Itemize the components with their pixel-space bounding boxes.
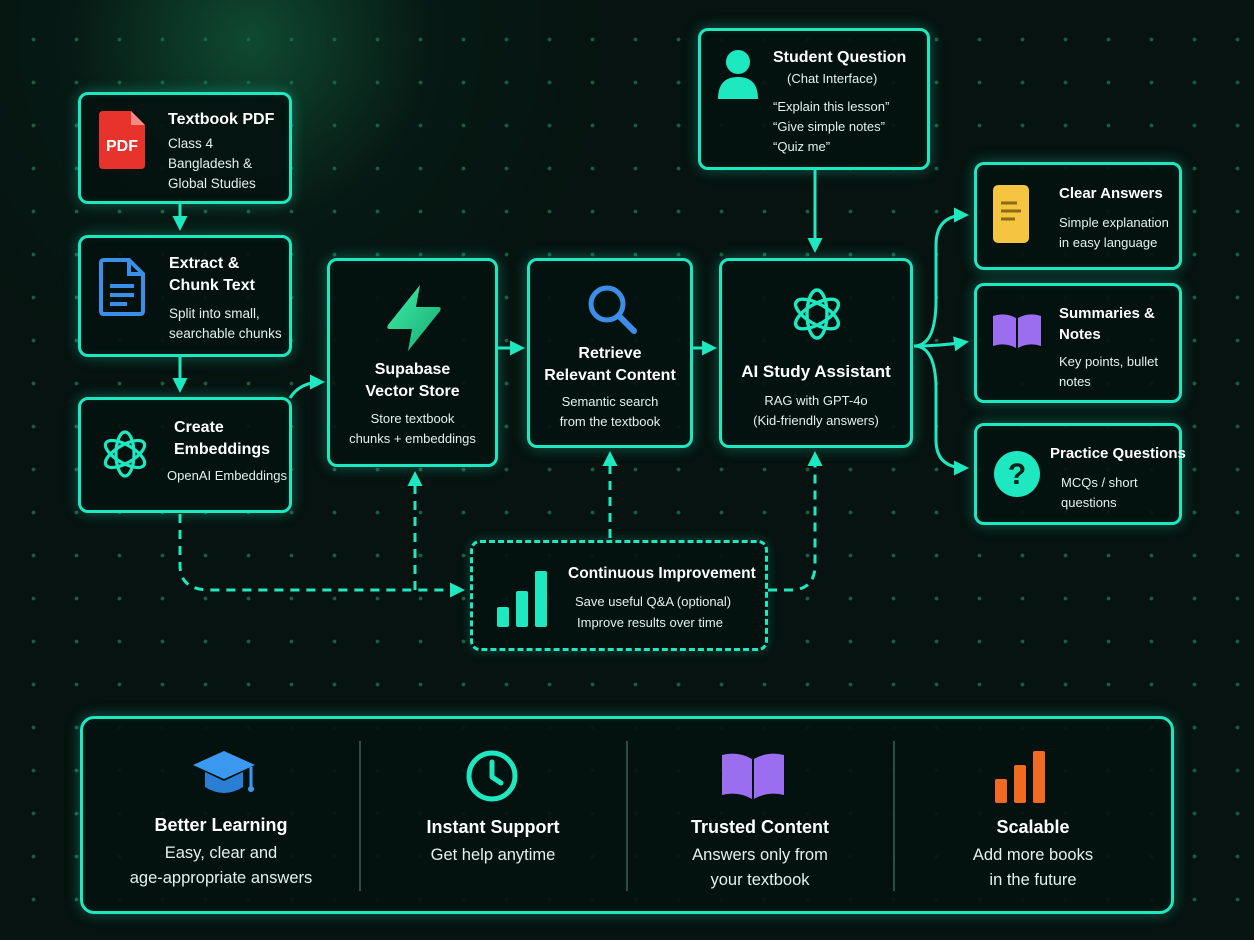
retrieve-title-2: Relevant Content	[544, 367, 676, 384]
benefit-4-line-1: Add more books	[972, 846, 1094, 864]
textbook-pdf-node: PDF Textbook PDF Class 4 Bangladesh & Gl…	[78, 92, 292, 204]
textbook-title: Textbook PDF	[168, 111, 275, 128]
notes-icon	[993, 185, 1029, 243]
book-icon	[722, 753, 784, 799]
question-line-3: “Give simple notes”	[773, 119, 885, 134]
output-1-line-1: Simple explanation	[1059, 215, 1169, 230]
benefit-1-line-1: Easy, clear and	[164, 844, 278, 862]
benefit-1-title: Better Learning	[154, 815, 288, 835]
svg-text:?: ?	[1008, 458, 1026, 491]
supabase-line-2: chunks + embeddings	[349, 431, 476, 446]
improve-line-2: Improve results over time	[577, 615, 723, 630]
textbook-line-3: Global Studies	[168, 176, 256, 191]
textbook-line-1: Class 4	[168, 136, 214, 151]
user-icon	[718, 50, 758, 99]
question-line-1: (Chat Interface)	[787, 71, 878, 86]
benefit-3-line-2: your textbook	[710, 871, 810, 889]
pdf-icon-label: PDF	[106, 138, 138, 155]
create-embeddings-node: Create Embeddings OpenAI Embeddings	[78, 397, 292, 513]
openai-logo-icon	[793, 288, 841, 340]
output-summaries-notes: Summaries & Notes Key points, bullet not…	[974, 283, 1182, 403]
retrieve-content-node: Retrieve Relevant Content Semantic searc…	[527, 258, 693, 448]
document-icon	[99, 258, 145, 316]
benefit-3-line-1: Answers only from	[692, 846, 828, 864]
embed-title-2: Embeddings	[174, 441, 271, 458]
benefit-1-line-2: age-appropriate answers	[129, 869, 313, 887]
bar-chart-icon	[497, 571, 547, 627]
improve-line-1: Save useful Q&A (optional)	[575, 594, 732, 609]
embed-title-1: Create	[174, 419, 224, 436]
output-1-title: Clear Answers	[1059, 185, 1163, 202]
output-2-line-1: Key points, bullet	[1059, 354, 1159, 369]
benefit-3-title: Trusted Content	[691, 817, 829, 837]
graduation-cap-icon	[193, 751, 255, 793]
output-practice-questions: ? Practice Questions MCQs / short questi…	[974, 423, 1186, 525]
supabase-title-2: Vector Store	[365, 383, 460, 400]
retrieve-line-1: Semantic search	[561, 394, 659, 409]
improve-title: Continuous Improvement	[568, 565, 756, 582]
student-question-node: Student Question (Chat Interface) “Expla…	[698, 28, 930, 170]
output-2-title-1: Summaries &	[1059, 305, 1155, 322]
extract-line-1: Split into small,	[169, 306, 260, 321]
retrieve-line-2: from the textbook	[559, 414, 661, 429]
question-title: Student Question	[773, 49, 907, 66]
supabase-line-1: Store textbook	[370, 411, 455, 426]
output-3-line-2: questions	[1061, 495, 1117, 510]
assistant-line-1: RAG with GPT-4o	[764, 393, 868, 408]
output-2-line-2: notes	[1059, 374, 1091, 389]
output-3-line-1: MCQs / short	[1061, 475, 1138, 490]
ai-study-assistant-node: AI Study Assistant RAG with GPT-4o (Kid-…	[719, 258, 913, 448]
assistant-title: AI Study Assistant	[741, 362, 891, 381]
benefits-panel: Better Learning Easy, clear and age-appr…	[80, 716, 1174, 914]
benefit-4-line-2: in the future	[989, 871, 1077, 889]
output-2-title-2: Notes	[1059, 326, 1101, 343]
extract-chunk-node: Extract & Chunk Text Split into small, s…	[78, 235, 292, 357]
benefit-divider-2	[626, 741, 628, 891]
extract-line-2: searchable chunks	[169, 326, 282, 341]
benefit-2-line-1: Get help anytime	[430, 846, 556, 864]
output-clear-answers: Clear Answers Simple explanation in easy…	[974, 162, 1182, 270]
extract-title-1: Extract &	[169, 255, 240, 272]
pdf-file-icon: PDF	[99, 111, 145, 169]
textbook-line-2: Bangladesh &	[168, 156, 253, 171]
output-1-line-2: in easy language	[1059, 235, 1158, 250]
openai-logo-icon	[103, 430, 147, 478]
benefit-4-title: Scalable	[996, 817, 1070, 837]
benefit-2-title: Instant Support	[426, 817, 560, 837]
embed-line-1: OpenAI Embeddings	[167, 468, 287, 483]
clock-icon	[466, 750, 518, 802]
output-3-title: Practice Questions	[1050, 445, 1186, 462]
supabase-vector-store-node: Supabase Vector Store Store textbook chu…	[327, 258, 498, 467]
question-icon: ?	[994, 451, 1040, 497]
search-icon	[588, 285, 637, 334]
benefit-divider-3	[893, 741, 895, 891]
continuous-improvement-node: Continuous Improvement Save useful Q&A (…	[470, 540, 768, 651]
question-line-4: “Quiz me”	[773, 139, 831, 154]
extract-title-2: Chunk Text	[169, 277, 255, 294]
book-icon	[993, 314, 1041, 348]
supabase-title-1: Supabase	[374, 361, 451, 378]
question-line-2: “Explain this lesson”	[773, 99, 890, 114]
benefit-divider-1	[359, 741, 361, 891]
bar-chart-icon	[995, 751, 1045, 803]
supabase-bolt-icon	[387, 285, 441, 351]
retrieve-title-1: Retrieve	[578, 345, 642, 362]
assistant-line-2: (Kid-friendly answers)	[753, 413, 879, 428]
